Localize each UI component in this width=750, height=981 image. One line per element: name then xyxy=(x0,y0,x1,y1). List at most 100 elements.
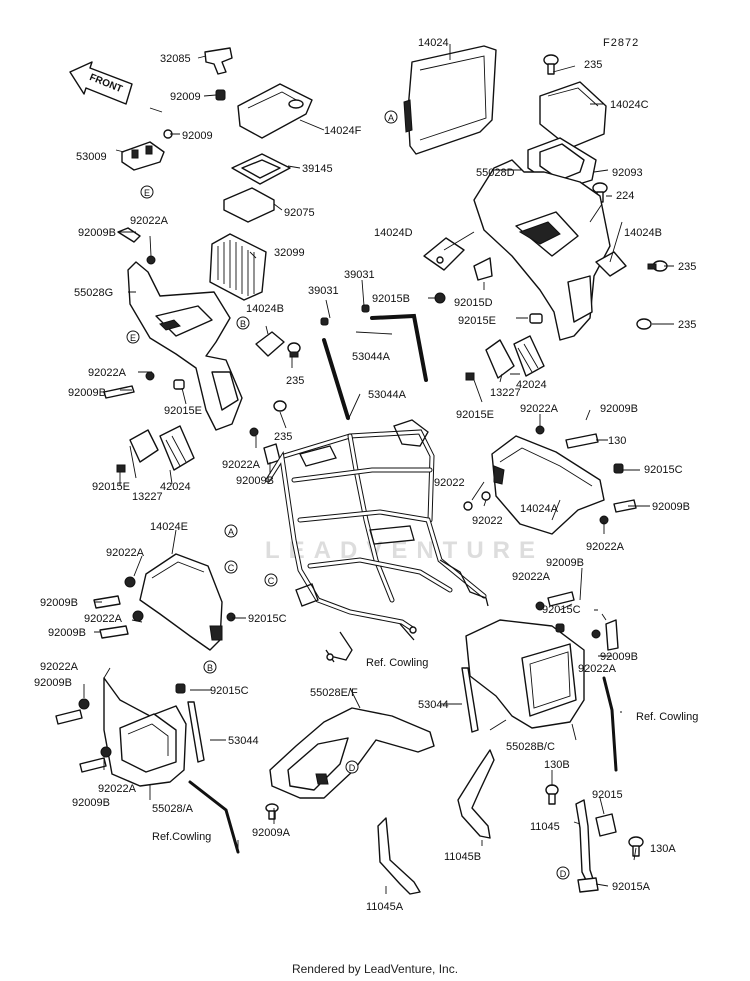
label-92015E: 92015E xyxy=(92,481,130,493)
label-39031: 39031 xyxy=(344,269,375,281)
label-ref-cowling: Ref. Cowling xyxy=(366,657,428,669)
label-14024B: 14024B xyxy=(246,303,284,315)
part-ref-cowling-strip-right xyxy=(602,676,618,772)
label-14024C: 14024C xyxy=(610,99,649,111)
callout-C-left: C xyxy=(224,560,238,574)
label-92009B: 92009B xyxy=(236,475,274,487)
label-92009B: 92009B xyxy=(600,651,638,663)
svg-text:C: C xyxy=(228,563,235,573)
label-13227: 13227 xyxy=(132,491,163,503)
part-92015-nut xyxy=(595,813,617,837)
label-92009B: 92009B xyxy=(48,627,86,639)
label-92015E: 92015E xyxy=(456,409,494,421)
part-14024D-bracket xyxy=(423,237,465,271)
part-130-bolt xyxy=(565,433,599,449)
label-53044A: 53044A xyxy=(352,351,391,363)
label-53044A: 53044A xyxy=(368,389,407,401)
part-130A-bolt xyxy=(628,836,644,857)
part-92022A-washer-r1 xyxy=(535,425,545,435)
label-235: 235 xyxy=(274,431,292,443)
label-55028G: 55028G xyxy=(74,287,113,299)
label-14024E: 14024E xyxy=(150,521,188,533)
label-ref-cowling: Ref. Cowling xyxy=(636,711,698,723)
label-32085: 32085 xyxy=(160,53,191,65)
callout-C-frame: C xyxy=(264,573,278,587)
part-92022A-washer-l4 xyxy=(93,576,236,639)
label-11045: 11045 xyxy=(530,821,560,833)
label-92022A: 92022A xyxy=(98,783,137,795)
svg-text:D: D xyxy=(349,763,356,773)
label-55028D: 55028D xyxy=(476,167,515,179)
part-235-bolt-right-2 xyxy=(636,318,652,330)
label-92015C: 92015C xyxy=(248,613,287,625)
part-ref-cowling-strip-left xyxy=(188,780,240,854)
part-92009-screw-top xyxy=(215,89,226,101)
label-92015: 92015 xyxy=(592,789,623,801)
part-92022A-washers-r3 xyxy=(535,591,619,651)
footer-credit: Rendered by LeadVenture, Inc. xyxy=(291,962,459,976)
part-55028D-right-panel xyxy=(473,159,611,341)
part-235-bolt-top xyxy=(543,54,559,75)
label-92009B: 92009B xyxy=(600,403,638,415)
label-92015E: 92015E xyxy=(458,315,496,327)
label-55028A: 55028/A xyxy=(152,803,194,815)
label-92009B: 92009B xyxy=(72,797,110,809)
part-92022A-washer-l2 xyxy=(145,371,155,381)
part-14024C-cover xyxy=(539,81,607,149)
label-32099: 32099 xyxy=(274,247,305,259)
callout-A-mid: A xyxy=(224,524,238,538)
part-14024F-cover xyxy=(237,83,313,139)
part-13227-42024-left xyxy=(116,425,195,473)
callout-E-top: E xyxy=(140,185,154,199)
part-92009B-bolt-l1 xyxy=(117,227,141,243)
svg-text:A: A xyxy=(228,527,234,537)
label-130A: 130A xyxy=(650,843,676,855)
label-92015C: 92015C xyxy=(210,685,249,697)
label-14024D: 14024D xyxy=(374,227,413,239)
label-92022A: 92022A xyxy=(222,459,261,471)
label-39145: 39145 xyxy=(302,163,333,175)
part-55028G-inner-panel xyxy=(127,261,243,431)
label-92022A: 92022A xyxy=(106,547,145,559)
label-13227: 13227 xyxy=(490,387,521,399)
label-235: 235 xyxy=(286,375,304,387)
part-92015D-clip xyxy=(473,257,493,281)
part-92015E-nut-r1 xyxy=(529,313,543,324)
label-14024: 14024 xyxy=(418,37,449,49)
label-11045A: 11045A xyxy=(366,901,404,913)
part-32099-filter xyxy=(209,233,267,301)
label-11045B: 11045B xyxy=(444,851,481,863)
label-224: 224 xyxy=(616,190,634,202)
part-53044-seal-left xyxy=(187,701,205,763)
label-92022: 92022 xyxy=(472,515,503,527)
label-92022A: 92022A xyxy=(512,571,551,583)
label-92022A: 92022A xyxy=(40,661,79,673)
part-11045A-bracket xyxy=(377,817,421,895)
part-55028A-lower-panel xyxy=(103,677,187,787)
label-92009B: 92009B xyxy=(68,387,106,399)
callout-A-top: A xyxy=(384,110,398,124)
part-53009-latch xyxy=(121,141,165,171)
part-235-bolt-right-1 xyxy=(647,260,668,272)
part-92015A-clip xyxy=(577,877,599,893)
svg-text:E: E xyxy=(144,188,150,198)
label-14024F: 14024F xyxy=(324,125,362,137)
callout-D-center: D xyxy=(345,760,359,774)
svg-text:D: D xyxy=(560,869,567,879)
part-11045B-bracket xyxy=(457,749,495,839)
label-39031: 39031 xyxy=(308,285,339,297)
part-11045-bracket xyxy=(575,799,595,885)
label-14024A: 14024A xyxy=(520,503,559,515)
label-92022A: 92022A xyxy=(586,541,625,553)
part-92015C-nut-l2 xyxy=(175,683,186,694)
part-92015B-nut xyxy=(434,292,446,304)
part-235-bolt-left-2 xyxy=(273,400,287,412)
label-92015B: 92015B xyxy=(372,293,410,305)
part-53044A-rod-2 xyxy=(322,338,350,420)
frame-assembly xyxy=(265,419,489,663)
part-14024B-right-grommet xyxy=(595,251,627,277)
part-92009B-bolt-r2 xyxy=(599,499,637,525)
label-92015A: 92015A xyxy=(612,881,651,893)
label-92009B: 92009B xyxy=(652,501,690,513)
part-235-bolt-left-1 xyxy=(287,342,301,358)
